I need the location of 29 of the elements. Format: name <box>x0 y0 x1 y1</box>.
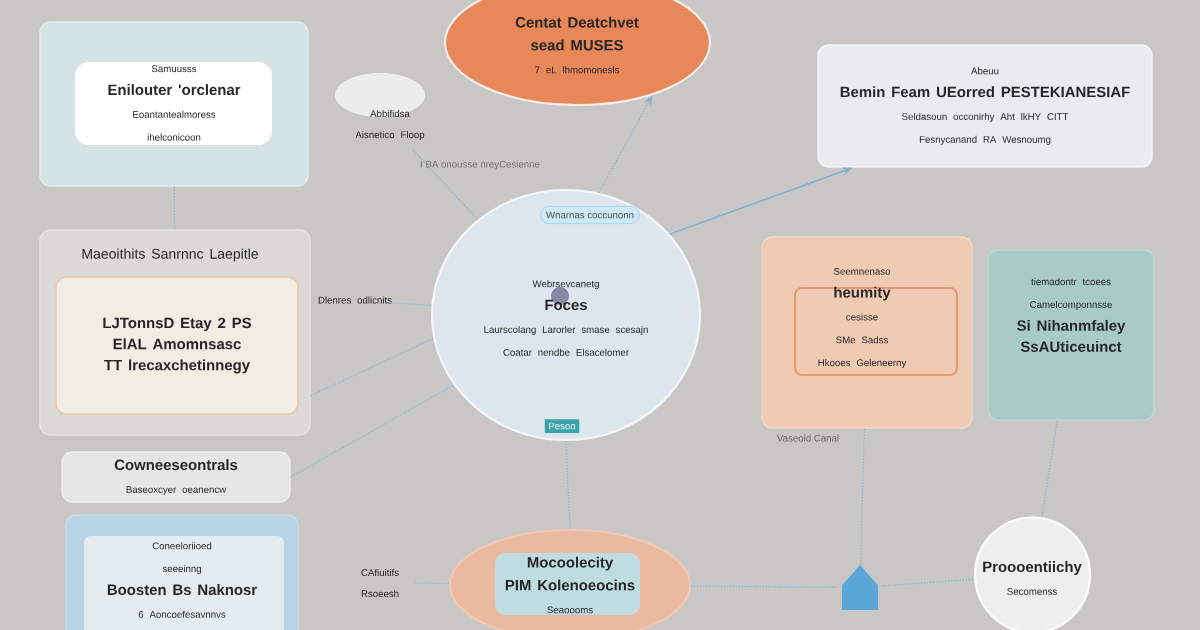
connector <box>389 301 432 307</box>
connector <box>565 440 571 530</box>
text-label: CAfiuitifs Rsoeesh <box>361 568 399 598</box>
panel: Samuusss Enilouter 'orclenar Eoantantealmoress ihelconicoon <box>39 21 309 187</box>
connector <box>173 186 176 230</box>
content-box: LJTonnsD Etay 2 PS ElAL Amomnsasc TT lrecaxchetinnegy <box>55 276 299 415</box>
connector <box>598 95 653 194</box>
label-box: Cowneeseontrals Baseoxcyer oeanencw <box>61 451 291 503</box>
note-card: tiemadontr tcoees Camelcomponnsse Si Nihanmfaley SsAUticeuinct <box>987 249 1155 421</box>
connector <box>881 578 975 587</box>
connector <box>690 585 839 588</box>
house-icon <box>842 565 878 610</box>
connector <box>1041 420 1058 518</box>
circle-node: Proooentiichy Secomenss <box>973 516 1092 630</box>
tag-label: Pesoo <box>544 419 580 433</box>
connector <box>414 582 450 585</box>
connector <box>310 337 434 397</box>
pill-label: Wnarnas coccunonn <box>540 206 640 224</box>
connector <box>412 149 479 221</box>
info-box: Abeuu Bemin Feam UEorred PESTEKIANESIAF Seldasoun occonirhy Aht lkHY CITT Fesnycanand RA Wesnoumg <box>817 44 1153 168</box>
note-text: I BA onousse nreyCesienne <box>421 160 540 170</box>
cloud-label: Abbifidsa Aisnetico Floop <box>335 73 425 141</box>
blob-node: Mocoolecity PIM Kolenoeocins Seaoooms <box>448 528 692 630</box>
panel: Coneeloriioed seeeinng Boosten Bs Naknosr 6 Aoncoefesavnnvs <box>65 514 299 630</box>
panel: Seemnenaso heumity cesisse SMe Sadss Hkooes Geleneerny Vaseoid Canal <box>761 236 973 442</box>
connector <box>860 428 865 566</box>
connector <box>290 384 455 478</box>
node-label: Vaseoid Canal <box>776 434 839 442</box>
text-label: Dlenres odlicnits <box>318 296 392 304</box>
